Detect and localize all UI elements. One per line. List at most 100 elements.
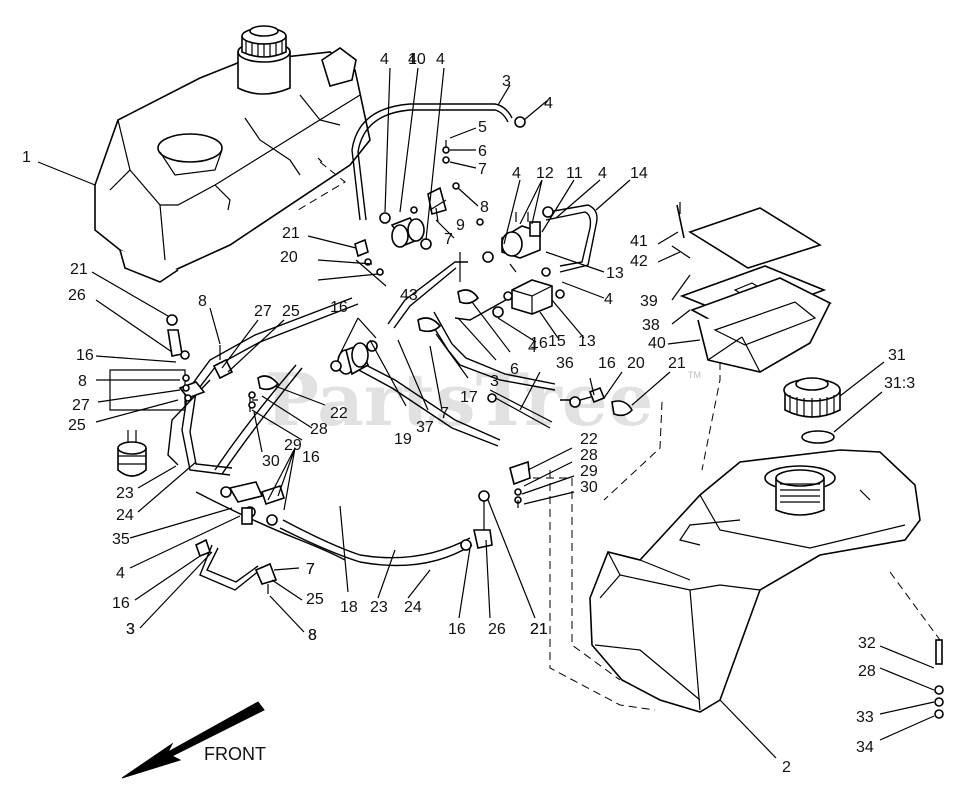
left-fuel-tank [94,25,371,283]
front-direction-arrow: FRONT [121,701,266,779]
callout-34: 34 [856,739,874,756]
callout-13: 13 [578,333,596,350]
callout-26: 26 [488,621,506,638]
callout-14: 14 [630,165,648,182]
callout-28: 28 [858,663,876,680]
callout-28: 28 [310,421,328,438]
fittings [166,116,944,719]
callout-27: 27 [72,397,90,414]
callout-16: 16 [330,299,348,316]
callout-25: 25 [282,303,300,320]
callout-27: 27 [254,303,272,320]
callout-30: 30 [262,453,280,470]
callout-17: 17 [460,389,478,406]
callout-18: 18 [340,599,358,616]
callout-31: 31 [888,347,906,364]
callout-21: 21 [530,621,548,638]
callout-39: 39 [640,293,658,310]
tray-assembly [671,204,832,373]
callout-7: 7 [306,561,315,578]
right-fuel-tank [589,449,921,713]
callout-2: 2 [782,759,791,776]
front-label: FRONT [204,744,266,764]
callout-3: 3 [490,373,499,390]
callout-3: 3 [126,621,135,638]
callout-21: 21 [282,225,300,242]
callout-25: 25 [68,417,86,434]
callout-10: 10 [408,51,426,68]
callout-leaders [37,67,935,759]
callout-15: 15 [548,333,566,350]
callout-24: 24 [404,599,422,616]
callout-40: 40 [648,335,666,352]
callout-4: 4 [436,51,445,68]
callout-1: 1 [22,149,31,166]
watermark: PartsTree TM [265,357,701,442]
callout-21: 21 [530,621,548,638]
callout-22: 22 [580,431,598,448]
callout-20: 20 [280,249,298,266]
callout-5: 5 [478,119,487,136]
callout-4: 4 [544,95,553,112]
callout-30: 30 [580,479,598,496]
callout-6: 6 [510,361,519,378]
callout-31-3: 31:3 [884,375,915,392]
callout-4: 4 [116,565,125,582]
callout-21: 21 [70,261,88,278]
valve-block-15 [511,279,553,315]
callout-9: 9 [456,217,465,234]
callout-32: 32 [858,635,876,652]
callout-43: 43 [400,287,418,304]
callout-13: 13 [606,265,624,282]
callout-38: 38 [642,317,660,334]
callout-4: 4 [598,165,607,182]
callout-21: 21 [668,355,686,372]
callout-8: 8 [308,627,317,644]
watermark-text: PartsTree [265,357,653,442]
callout-4: 4 [380,51,389,68]
callout-37: 37 [416,419,434,436]
callout-41: 41 [630,233,648,250]
callout-4: 4 [512,165,521,182]
callout-4: 4 [528,339,537,356]
callout-4: 4 [408,51,417,68]
callout-16: 16 [530,335,548,352]
fuel-cap-31 [783,377,841,444]
callout-28: 28 [580,447,598,464]
callout-11: 11 [566,165,583,182]
callout-23: 23 [370,599,388,616]
callout-7: 7 [440,405,449,422]
callout-6: 6 [478,143,487,160]
callout-23: 23 [116,485,134,502]
callout-26: 26 [68,287,86,304]
fuel-filter-19 [330,340,378,376]
callout-35: 35 [112,531,130,548]
callout-33: 33 [856,709,874,726]
fuel-filter-10 [379,212,432,250]
callout-20: 20 [627,355,645,372]
watermark-tm: TM [688,370,701,380]
callout-24: 24 [116,507,134,524]
callout-8: 8 [308,627,317,644]
callout-16: 16 [76,347,94,364]
callout-7: 7 [306,561,315,578]
callout-25: 25 [306,591,324,608]
callout-16: 16 [302,449,320,466]
callout-29: 29 [284,437,302,454]
callout-7: 7 [444,231,453,248]
callout-8: 8 [480,199,489,216]
callout-12: 12 [536,165,554,182]
callout-42: 42 [630,253,648,270]
callout-7: 7 [478,161,487,178]
callout-16: 16 [448,621,466,638]
callout-3: 3 [126,621,135,638]
fuel-pump [482,221,541,263]
callout-4: 4 [604,291,613,308]
callout-29: 29 [580,463,598,480]
callout-3: 3 [502,73,511,90]
callout-36: 36 [556,355,574,372]
callout-22: 22 [330,405,348,422]
